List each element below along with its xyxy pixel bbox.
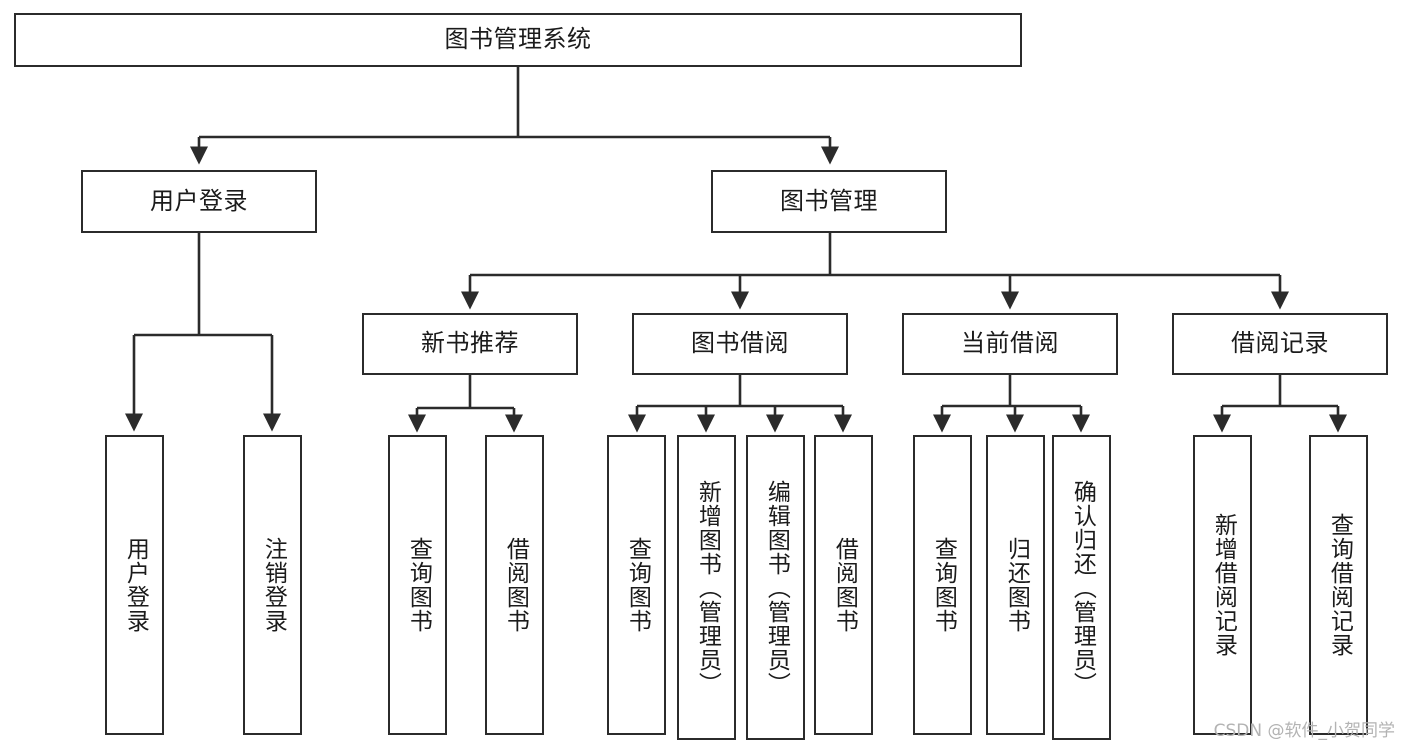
node-label: 图书管理系统 [444, 25, 592, 54]
node-label: 新书推荐 [421, 329, 519, 358]
leaf-confirm-return-admin[interactable]: 确认归还（管理员） [1052, 435, 1111, 740]
leaf-borrow-books[interactable]: 借阅图书 [814, 435, 873, 735]
node-label: 查询图书 [624, 537, 651, 633]
leaf-add-borrow-record[interactable]: 新增借阅记录 [1193, 435, 1252, 735]
leaf-query-borrow-record[interactable]: 查询借阅记录 [1309, 435, 1368, 735]
node-label: 借阅记录 [1231, 329, 1329, 358]
node-label: 查询图书 [930, 537, 957, 633]
node-label: 新增图书（管理员） [694, 479, 721, 696]
leaf-query-books-newbook[interactable]: 查询图书 [388, 435, 447, 735]
node-label: 图书借阅 [691, 329, 789, 358]
node-label: 借阅图书 [831, 537, 858, 633]
node-borrowing-record[interactable]: 借阅记录 [1172, 313, 1388, 375]
node-label: 用户登录 [122, 537, 149, 633]
node-root-book-management-system[interactable]: 图书管理系统 [14, 13, 1022, 67]
leaf-add-book-admin[interactable]: 新增图书（管理员） [677, 435, 736, 740]
node-book-borrowing[interactable]: 图书借阅 [632, 313, 848, 375]
node-label: 查询图书 [405, 537, 432, 633]
node-label: 查询借阅记录 [1326, 513, 1353, 657]
node-new-book-recommendation[interactable]: 新书推荐 [362, 313, 578, 375]
node-label: 编辑图书（管理员） [763, 479, 790, 696]
leaf-query-books-current[interactable]: 查询图书 [913, 435, 972, 735]
leaf-query-books-borrow[interactable]: 查询图书 [607, 435, 666, 735]
node-label: 借阅图书 [502, 537, 529, 633]
node-current-borrowing[interactable]: 当前借阅 [902, 313, 1118, 375]
node-label: 当前借阅 [961, 329, 1059, 358]
node-label: 用户登录 [150, 186, 248, 215]
leaf-logout[interactable]: 注销登录 [243, 435, 302, 735]
csdn-watermark: CSDN @软件_小贺同学 [1213, 721, 1395, 741]
leaf-edit-book-admin[interactable]: 编辑图书（管理员） [746, 435, 805, 740]
node-label: 归还图书 [1003, 537, 1030, 633]
node-book-management[interactable]: 图书管理 [711, 170, 947, 233]
leaf-return-books[interactable]: 归还图书 [986, 435, 1045, 735]
node-label: 图书管理 [780, 186, 878, 215]
node-label: 新增借阅记录 [1210, 513, 1237, 657]
leaf-borrow-books-newbook[interactable]: 借阅图书 [485, 435, 544, 735]
node-label: 注销登录 [260, 537, 287, 633]
node-user-login[interactable]: 用户登录 [81, 170, 317, 233]
leaf-user-login[interactable]: 用户登录 [105, 435, 164, 735]
node-label: 确认归还（管理员） [1069, 479, 1096, 696]
